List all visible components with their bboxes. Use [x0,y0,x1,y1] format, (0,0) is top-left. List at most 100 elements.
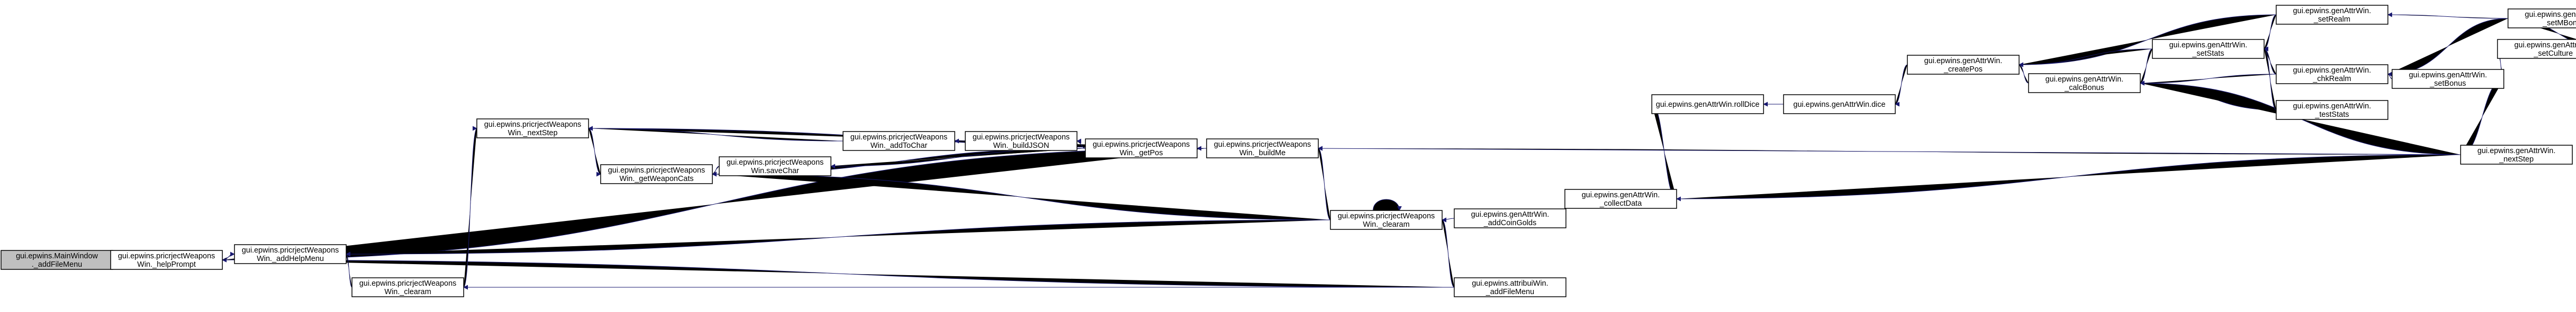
graph-node[interactable]: gui.epwins.genAttrWin._collectData [1564,189,1677,209]
graph-edge [2140,48,2153,86]
node-label-line1: gui.epwins.genAttrWin. [2477,147,2555,155]
node-box [2152,39,2265,59]
node-label-line2: Win._helpPrompt [137,260,195,269]
graph-edge [1442,217,1455,288]
node-label-line2: _nextStep [2499,155,2533,164]
node-label-line1: gui.epwins.MainWindow [16,252,98,260]
node-label-line2: Win.saveChar [751,167,799,175]
node-label-line1: gui.epwins.pricrjectWeapons [242,246,339,255]
node-box [2392,69,2504,89]
node-label-line1: gui.epwins.pricrjectWeapons [1338,212,1435,220]
graph-node[interactable]: gui.epwins.genAttrWin._chkRealm [2276,64,2388,84]
node-label-line2: Win._clearam [385,288,432,296]
node-label-line1: gui.epwins.genAttrWin. [2525,11,2576,19]
node-label-line1: gui.epwins.genAttrWin.rollDice [1656,100,1760,109]
node-label-line2: _setRealm [2313,15,2350,24]
node-box [965,131,1078,151]
node-box [351,277,464,297]
node-layer: gui.epwins.MainWindow._addFileMenugui.ep… [1,5,2576,297]
graph-node[interactable]: gui.epwins.genAttrWin._addCoinGolds [1454,208,1566,228]
graph-edge [1373,199,1402,211]
graph-edge [1076,138,1086,149]
graph-node[interactable]: gui.epwins.pricrjectWeaponsWin._helpProm… [110,250,223,270]
node-label-line2: Win._getWeaponCats [620,175,694,183]
graph-node[interactable]: gui.epwins.genAttrWin._testStats [2276,100,2388,120]
edge-layer [108,12,2576,290]
node-label-line1: gui.epwins.genAttrWin. [2293,7,2371,15]
graph-edge [712,166,720,177]
node-label-line2: _calcBonus [2064,84,2104,92]
graph-edge [2460,76,2504,155]
node-label-line2: ._addFileMenu [32,260,82,269]
graph-edge [1676,154,2461,202]
graph-node[interactable]: gui.epwins.MainWindow._addFileMenu [1,250,113,270]
graph-edge [2387,18,2509,77]
node-box [600,164,713,184]
graph-edge [2019,14,2277,67]
graph-edge [346,251,352,288]
graph-edge [1318,146,2461,155]
node-label-line2: Win._buildJSON [993,142,1049,150]
graph-node[interactable]: gui.epwins.genAttrWin.rollDice [1651,94,1764,114]
node-box [1564,189,1677,209]
graph-node[interactable]: gui.epwins.genAttrWin.dice [1783,94,1896,114]
graph-edge [588,126,844,142]
graph-node[interactable]: gui.epwins.genAttrWin._calcBonus [2028,73,2141,93]
node-box [1206,138,1319,158]
graph-edge [2264,14,2277,52]
node-label-line2: _setCulture [2533,49,2573,58]
node-label-line2: Win._nextStep [508,129,557,137]
node-label-line1: gui.epwins.genAttrWin. [1582,191,1660,199]
node-box [110,250,223,270]
node-label-line2: _chkRealm [2313,75,2352,83]
graph-node[interactable]: gui.epwins.genAttrWin._setCulture [2497,39,2576,59]
node-label-line1: gui.epwins.genAttrWin. [1924,57,2002,65]
graph-node[interactable]: gui.epwins.genAttrWin._setRealm [2276,5,2388,25]
graph-edge [346,219,1331,257]
graph-edge [2264,46,2277,110]
graph-node[interactable]: gui.epwins.pricrjectWeaponsWin._addHelpM… [234,244,347,264]
node-label-line2: _addFileMenu [1485,288,1534,296]
graph-node[interactable]: gui.epwins.genAttrWin._setBonus [2392,69,2504,89]
node-box [2276,64,2388,84]
node-label-line1: gui.epwins.pricrjectWeapons [850,133,947,142]
node-label-line2: Win._addHelpMenu [257,255,324,263]
graph-node[interactable]: gui.epwins.genAttrWin._createPos [1907,55,2020,75]
node-label-line1: gui.epwins.pricrjectWeapons [1214,140,1311,149]
node-label-line2: Win._clearam [1363,220,1410,229]
graph-node[interactable]: gui.epwins.genAttrWin._nextStep [2460,145,2573,165]
graph-node[interactable]: gui.epwins.pricrjectWeaponsWin._getWeapo… [600,164,713,184]
graph-node[interactable]: gui.epwins.genAttrWin._setStats [2152,39,2265,59]
node-box [2028,73,2141,93]
graph-edge [2140,74,2277,86]
node-label-line1: gui.epwins.genAttrWin. [1471,210,1549,219]
node-box [1085,138,1198,158]
node-box [1,250,113,270]
node-label-line2: Win._addToChar [870,142,927,150]
node-box [1907,55,2020,75]
node-label-line2: Win._getPos [1120,149,1163,157]
node-box [719,156,831,176]
node-label-line1: gui.epwins.pricrjectWeapons [608,166,705,175]
node-label-line2: _addCoinGolds [1483,219,1536,227]
graph-node[interactable]: gui.epwins.pricrjectWeaponsWin._buildJSO… [965,131,1078,151]
node-box [2276,100,2388,120]
node-label-line1: gui.epwins.pricrjectWeapons [484,120,581,129]
graph-node[interactable]: gui.epwins.pricrjectWeaponsWin._addToCha… [843,131,955,151]
node-box [1651,94,1764,114]
graph-node[interactable]: gui.epwins.attribuiWin._addFileMenu [1454,277,1566,297]
node-box [1330,210,1443,230]
node-label-line2: _createPos [1943,65,1982,74]
node-label-line2: _setMBonus [2542,19,2576,27]
graph-node[interactable]: gui.epwins.genAttrWin._setMBonus [2508,8,2576,28]
node-label-line1: gui.epwins.genAttrWin. [2409,71,2487,79]
graph-edge [2387,12,2509,19]
node-box [2508,8,2576,28]
node-label-line1: gui.epwins.attribuiWin. [1472,279,1548,288]
